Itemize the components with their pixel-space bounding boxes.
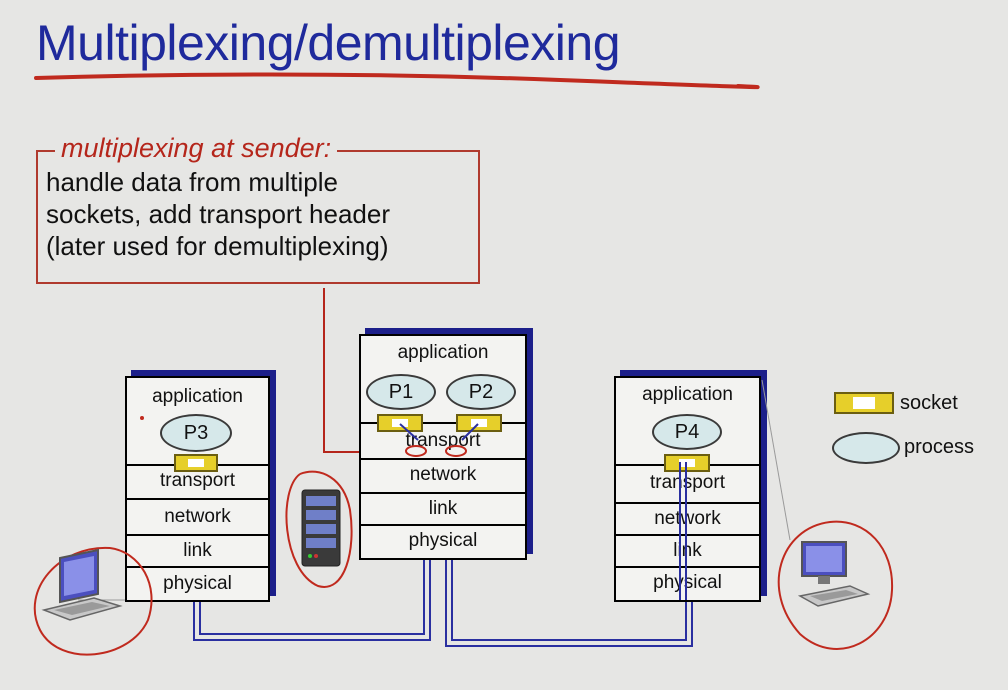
legend-socket-label: socket [900,392,958,414]
middle-link-layer: link [361,492,525,524]
process-p2: P2 [446,374,516,410]
socket-p2 [456,414,502,432]
left-link-layer: link [127,534,268,566]
right-physical-layer: physical [616,566,759,600]
legend-socket-icon [834,392,894,414]
callout-line-2: sockets, add transport header [46,199,390,229]
middle-physical-layer: physical [361,524,525,558]
left-physical-layer: physical [127,566,268,600]
process-p1: P1 [366,374,436,410]
left-application-label: application [152,386,243,407]
socket-p3 [174,454,218,472]
middle-transport-layer: transport [361,422,525,458]
red-oval-1 [405,445,427,457]
legend-process-icon [832,432,900,464]
socket-p1 [377,414,423,432]
left-host-stack: application transport network link physi… [125,376,270,602]
desktop-icon [797,541,871,607]
middle-network-layer: network [361,458,525,492]
middle-application-label: application [397,342,489,363]
right-application-label: application [642,384,733,405]
red-oval-2 [445,445,467,457]
callout-line-3: (later used for demultiplexing) [46,231,389,261]
left-network-layer: network [127,498,268,534]
callout-line-1: handle data from multiple [46,167,338,197]
legend-process-label: process [904,436,975,458]
process-p4: P4 [652,414,722,450]
title-underline [34,72,760,90]
slide-title: Multiplexing/demultiplexing [36,15,621,71]
laptop-icon [41,548,123,621]
callout-heading: multiplexing at sender: [55,133,338,164]
process-p3: P3 [160,414,232,452]
right-network-layer: network [616,502,759,534]
server-icon [301,489,341,567]
